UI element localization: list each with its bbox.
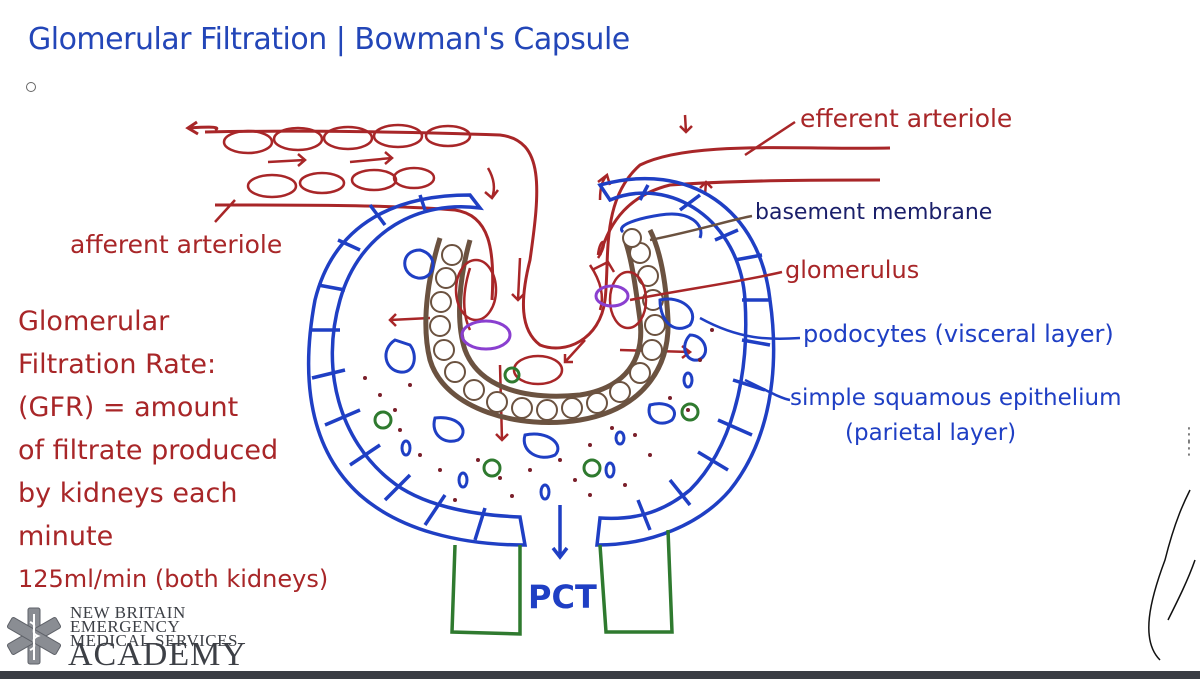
gfr-definition: Glomerular Filtration Rate: (GFR) = amou… — [18, 300, 398, 601]
filtrate-dots — [363, 328, 714, 502]
efferent-arteriole-label: efferent arteriole — [800, 104, 1013, 133]
signature — [1148, 489, 1196, 661]
bullet-circle-icon — [26, 82, 36, 92]
star-of-life-logo-icon — [6, 607, 62, 665]
podocytes — [384, 212, 708, 501]
logo-line-3: MEDICAL SERVICES — [70, 631, 238, 650]
logo-line-2: EMERGENCY — [70, 617, 181, 636]
diagram-title: Glomerular Filtration | Bowman's Capsule — [28, 22, 630, 57]
red-blood-cells — [222, 123, 472, 199]
bottom-bar — [0, 671, 1200, 679]
gfr-line: by kidneys each — [18, 478, 238, 509]
proximal-convoluted-tubule — [450, 505, 674, 636]
glomerulus — [454, 241, 648, 386]
gfr-line: minute — [18, 521, 114, 552]
leader-lines — [214, 120, 801, 402]
purple-cells — [460, 284, 630, 351]
logo-line-1: NEW BRITAIN — [70, 603, 186, 622]
gfr-line: (GFR) = amount — [18, 392, 239, 423]
podocytes-label: podocytes (visceral layer) — [803, 320, 1114, 348]
basement-membrane-label: basement membrane — [755, 200, 993, 225]
pct-label: PCT — [528, 578, 597, 616]
afferent-arteriole-label: afferent arteriole — [70, 230, 283, 259]
parietal-layer-label: (parietal layer) — [845, 420, 1017, 446]
gfr-line: Glomerular — [18, 306, 170, 337]
more-options-icon[interactable]: ⋮⋮ — [1180, 424, 1198, 459]
logo-academy: ACADEMY — [68, 636, 247, 673]
bowmans-capsule — [306, 176, 776, 547]
gfr-line: Filtration Rate: — [18, 349, 217, 380]
green-particles — [373, 366, 700, 478]
gfr-line: 125ml/min (both kidneys) — [18, 565, 329, 593]
simple-squamous-label: simple squamous epithelium — [790, 385, 1122, 411]
glomerulus-label: glomerulus — [785, 256, 920, 284]
gfr-line: of filtrate produced — [18, 435, 279, 466]
